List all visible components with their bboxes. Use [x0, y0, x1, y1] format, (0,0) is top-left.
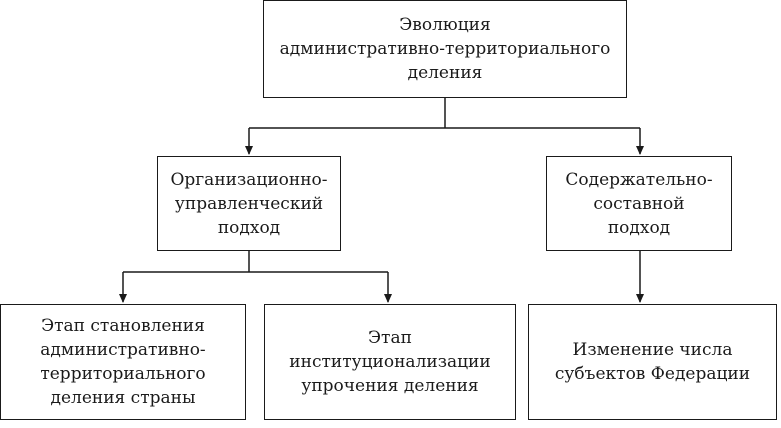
- approach-node-organizational: Организационно- управленческий подход: [157, 156, 341, 251]
- leaf-node-institutionalization-stage: Этап институционализации упрочения делен…: [264, 304, 516, 420]
- leaf1-line-3: территориального: [40, 364, 206, 384]
- root-line-1: Эволюция: [399, 15, 491, 35]
- leaf1-line-1: Этап становления: [41, 316, 205, 336]
- left-line-2: управленческий: [174, 193, 324, 214]
- leaf3-line-1: Изменение числа: [572, 340, 733, 360]
- approach-node-content: Содержательно- составной подход: [546, 156, 732, 251]
- right-line-3: подход: [607, 217, 671, 238]
- right-line-2: составной: [593, 193, 685, 214]
- leaf-node-subjects-change: Изменение числа субъектов Федерации: [528, 304, 777, 420]
- leaf2-line-1: Этап: [368, 328, 412, 348]
- root-line-3: деления: [407, 63, 483, 83]
- leaf1-line-2: административно-: [40, 340, 206, 360]
- root-line-2: административно-территориального: [279, 39, 611, 59]
- leaf-node-formation-stage: Этап становления административно- террит…: [0, 304, 246, 420]
- leaf3-line-2: субъектов Федерации: [554, 364, 751, 384]
- right-line-1: Содержательно-: [565, 169, 713, 190]
- leaf1-line-4: деления страны: [50, 388, 196, 408]
- root-node: Эволюция административно-территориальног…: [263, 0, 627, 98]
- leaf2-line-3: упрочения деления: [301, 376, 479, 396]
- left-line-1: Организационно-: [170, 169, 328, 190]
- left-line-3: подход: [217, 217, 281, 238]
- leaf2-line-2: институционализации: [289, 352, 491, 372]
